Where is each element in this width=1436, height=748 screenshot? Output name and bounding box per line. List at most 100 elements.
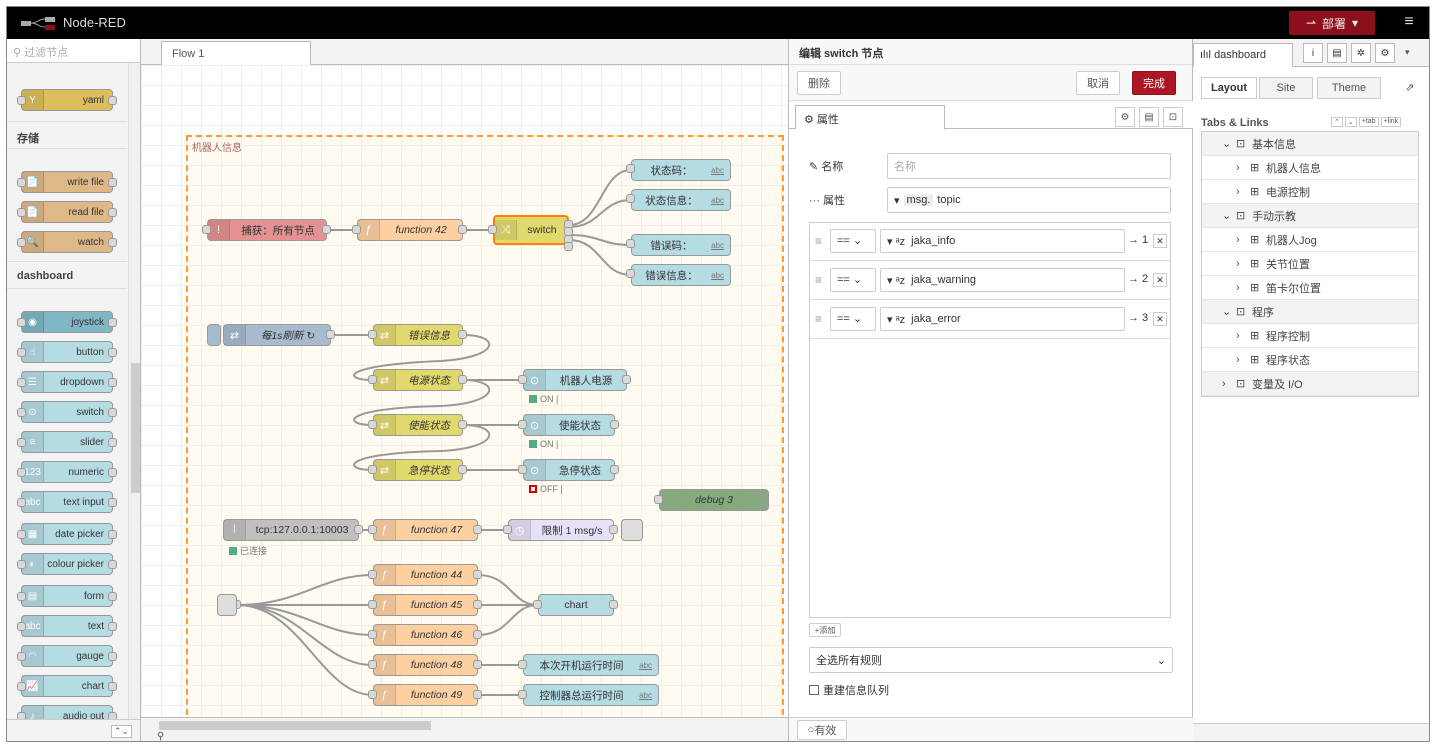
property-input[interactable]: ▾ msg. topic bbox=[887, 187, 1171, 213]
chevron-right-icon[interactable]: › bbox=[1236, 185, 1240, 198]
recreate-checkbox[interactable] bbox=[809, 685, 819, 695]
chevron-right-icon[interactable]: › bbox=[1236, 353, 1240, 366]
horizontal-scrollbar[interactable] bbox=[141, 718, 788, 731]
node-port[interactable] bbox=[458, 420, 467, 429]
node-port[interactable] bbox=[626, 239, 635, 248]
flow-node-chart[interactable]: chart bbox=[538, 594, 614, 616]
palette-search[interactable]: ⚲ 过滤节点 bbox=[7, 39, 140, 63]
palette-node[interactable]: ◠gauge bbox=[17, 645, 117, 667]
node-port[interactable] bbox=[368, 330, 377, 339]
tree-group[interactable]: ›⊞电源控制 bbox=[1202, 180, 1418, 204]
appearance-icon[interactable]: ⊡ bbox=[1163, 107, 1183, 127]
collapse-all-icon[interactable]: ⌃⌄ bbox=[111, 725, 133, 738]
property-value[interactable]: topic bbox=[937, 194, 961, 206]
node-port[interactable] bbox=[473, 660, 482, 669]
tab-properties[interactable]: ⚙ 属性 bbox=[795, 105, 945, 130]
chevron-right-icon[interactable]: › bbox=[1236, 233, 1240, 246]
flow-node-estop-state[interactable]: ⇄急停状态 bbox=[373, 459, 463, 481]
palette-node[interactable]: 📄write file bbox=[17, 171, 117, 193]
node-port[interactable] bbox=[322, 225, 331, 234]
node-port[interactable] bbox=[609, 600, 618, 609]
flow-node-robot-power[interactable]: ⊙机器人电源 bbox=[523, 369, 627, 391]
node-port[interactable] bbox=[368, 600, 377, 609]
node-port[interactable] bbox=[458, 330, 467, 339]
chevron-down-icon[interactable]: ⌄ bbox=[1222, 306, 1232, 318]
help-book-icon[interactable]: ▤ bbox=[1327, 43, 1347, 63]
link-out-node[interactable] bbox=[621, 519, 643, 541]
tab-dashboard[interactable]: ılıl dashboard bbox=[1193, 43, 1293, 67]
palette-node[interactable]: ☝button bbox=[17, 341, 117, 363]
node-port[interactable] bbox=[368, 525, 377, 534]
palette-node[interactable]: ◉joystick bbox=[17, 311, 117, 333]
tree-group[interactable]: ›⊞机器人信息 bbox=[1202, 156, 1418, 180]
flow-node-status-code[interactable]: 状态码：abc bbox=[631, 159, 731, 181]
tree-tab[interactable]: ⌄⊡基本信息 bbox=[1202, 132, 1418, 156]
search-flows-icon[interactable]: ⚲ bbox=[157, 731, 165, 742]
seg-site[interactable]: Site bbox=[1259, 77, 1313, 99]
drag-handle-icon[interactable]: ≡ bbox=[815, 234, 823, 248]
flow-node-err-info[interactable]: ⇄错误信息 bbox=[373, 324, 463, 346]
add-rule-button[interactable]: +添加 bbox=[809, 623, 841, 637]
remove-rule-icon[interactable]: ✕ bbox=[1153, 312, 1167, 326]
tree-tab[interactable]: ›⊡变量及 I/O bbox=[1202, 372, 1418, 396]
cancel-button[interactable]: 取消 bbox=[1076, 71, 1120, 95]
chevron-down-icon[interactable]: ⌄ bbox=[1222, 138, 1232, 150]
open-external-icon[interactable]: ⇗ bbox=[1405, 82, 1415, 94]
add-tab-button[interactable]: +tab bbox=[1358, 117, 1379, 127]
node-port[interactable] bbox=[654, 495, 663, 504]
node-port[interactable] bbox=[473, 570, 482, 579]
node-port[interactable] bbox=[609, 525, 618, 534]
drag-handle-icon[interactable]: ≡ bbox=[815, 273, 823, 287]
done-button[interactable]: 完成 bbox=[1132, 71, 1176, 95]
node-port[interactable] bbox=[473, 690, 482, 699]
node-port[interactable] bbox=[518, 660, 527, 669]
rule-operator-select[interactable]: == ⌄ bbox=[830, 229, 876, 253]
rule-operator-select[interactable]: == ⌄ bbox=[830, 307, 876, 331]
inject-button[interactable] bbox=[207, 324, 221, 346]
flow-node-switch[interactable]: ⤨switch bbox=[493, 215, 569, 245]
flow-node-power-state[interactable]: ⇄电源状态 bbox=[373, 369, 463, 391]
node-port[interactable] bbox=[610, 465, 619, 474]
flow-node-error-info[interactable]: 错误信息：abc bbox=[631, 264, 731, 286]
tree-tab[interactable]: ⌄⊡程序 bbox=[1202, 300, 1418, 324]
flow-node-tcp[interactable]: ⦚tcp:127.0.0.1:10003 bbox=[223, 519, 359, 541]
palette-node[interactable]: ◐colour picker bbox=[17, 553, 117, 575]
tree-group[interactable]: ›⊞机器人Jog bbox=[1202, 228, 1418, 252]
node-port[interactable] bbox=[533, 600, 542, 609]
config-gear-icon[interactable]: ⚙ bbox=[1375, 43, 1395, 63]
node-port[interactable] bbox=[368, 570, 377, 579]
palette-node[interactable]: ☰dropdown bbox=[17, 371, 117, 393]
node-port[interactable] bbox=[202, 225, 211, 234]
flow-node-enable-sw[interactable]: ⊙使能状态 bbox=[523, 414, 615, 436]
add-link-button[interactable]: +link bbox=[1380, 117, 1402, 127]
rule-operator-select[interactable]: == ⌄ bbox=[830, 268, 876, 292]
flow-canvas[interactable]: 机器人信息 bbox=[141, 65, 788, 717]
string-type-icon[interactable]: ▾ ᵃz bbox=[887, 274, 906, 287]
node-port[interactable] bbox=[352, 225, 361, 234]
deploy-dropdown-icon[interactable]: ▾ bbox=[1352, 16, 1359, 30]
drag-handle-icon[interactable]: ≡ bbox=[815, 312, 823, 326]
node-port[interactable] bbox=[368, 375, 377, 384]
node-port[interactable] bbox=[458, 225, 467, 234]
flow-node-estop-sw[interactable]: ⊙急停状态 bbox=[523, 459, 615, 481]
palette-node[interactable]: 📈chart bbox=[17, 675, 117, 697]
palette-search-input[interactable]: 过滤节点 bbox=[24, 47, 69, 59]
collapse-icon[interactable]: ⌃ bbox=[1331, 117, 1343, 127]
remove-rule-icon[interactable]: ✕ bbox=[1153, 234, 1167, 248]
palette-category[interactable]: 存储 bbox=[7, 121, 127, 149]
check-rule-select[interactable]: 全选所有规则 ⌄ bbox=[809, 647, 1173, 673]
node-port[interactable] bbox=[326, 330, 335, 339]
node-port[interactable] bbox=[622, 375, 631, 384]
